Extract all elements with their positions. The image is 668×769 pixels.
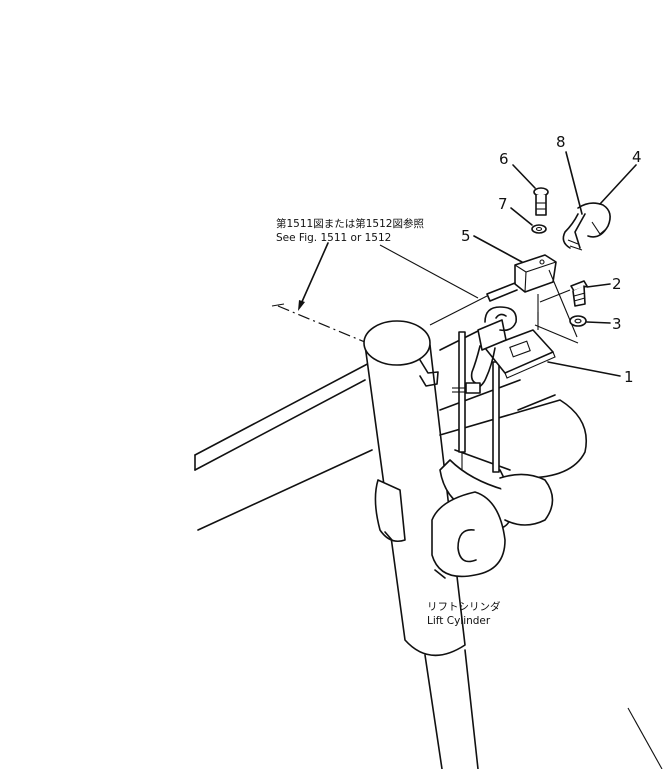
reference-japanese: 第1511図または第1512図参照 bbox=[276, 217, 424, 230]
part-5-sensor bbox=[473, 235, 578, 338]
callout-4: 4 bbox=[632, 148, 642, 166]
part-2-bolt bbox=[570, 280, 611, 307]
pivot-bracket bbox=[374, 399, 587, 579]
callout-2: 2 bbox=[612, 275, 622, 293]
cylinder-label-english: Lift Cylinder bbox=[427, 615, 491, 627]
callout-1: 1 bbox=[624, 368, 634, 386]
callout-7: 7 bbox=[498, 195, 508, 213]
part-1-plate bbox=[484, 329, 621, 379]
callout-3: 3 bbox=[612, 315, 622, 333]
part-6-bolt bbox=[512, 164, 549, 216]
sensor-assembly bbox=[452, 306, 517, 394]
part-7-washer bbox=[510, 207, 547, 234]
callout-8: 8 bbox=[556, 133, 566, 151]
cylinder-label: リフトシリンダ Lift Cylinder bbox=[427, 600, 501, 627]
reference-note: 第1511図または第1512図参照 See Fig. 1511 or 1512 bbox=[276, 217, 424, 244]
edge-line bbox=[627, 707, 663, 769]
callout-5: 5 bbox=[461, 227, 471, 245]
part-4-8-harness bbox=[562, 151, 637, 251]
lift-cylinder bbox=[363, 320, 479, 769]
part-3-washer bbox=[569, 315, 611, 327]
cylinder-label-japanese: リフトシリンダ bbox=[427, 600, 501, 613]
reference-english: See Fig. 1511 or 1512 bbox=[276, 232, 391, 244]
callout-numbers: 1 2 3 4 5 6 7 8 bbox=[461, 133, 642, 386]
assembly-lines bbox=[379, 244, 579, 344]
reference-leader bbox=[298, 242, 329, 311]
callout-6: 6 bbox=[499, 150, 509, 168]
